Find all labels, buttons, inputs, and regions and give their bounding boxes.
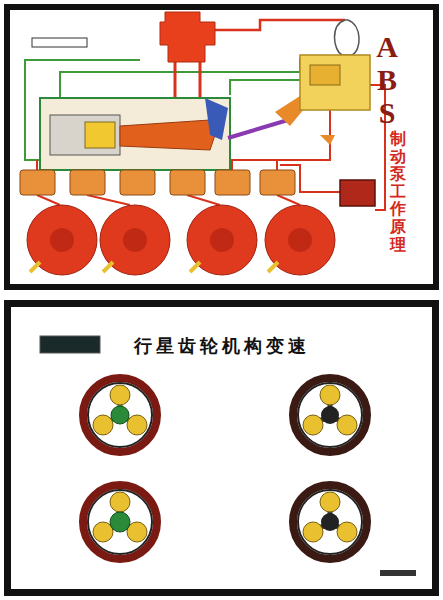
ring-gear [293,378,367,452]
ring-gear [83,485,157,559]
red-pipe [37,195,300,205]
red-pipe [174,62,177,100]
solenoid-valve [120,170,155,195]
hub [210,228,234,252]
planet-gear [320,385,340,405]
ring-gear-teeth [88,383,152,447]
sun-gear [321,406,339,424]
red-pipe [199,62,202,100]
pump [300,55,370,110]
ring-gear-teeth [298,383,362,447]
booster-part [205,98,228,140]
hub [123,228,147,252]
hub [288,228,312,252]
sun-gear [321,513,339,531]
sun-gear [110,512,130,532]
planet-gear [337,415,357,435]
ring-gear [83,378,157,452]
ecu [340,180,375,206]
red-pipe [215,20,345,30]
ring-gear [293,485,367,559]
display-plate [40,336,100,353]
vertical-title: ABS [372,30,402,129]
planet-gear [93,415,113,435]
ring-gear-teeth [298,490,362,554]
motor-housing [335,20,360,55]
board-ground [4,4,439,290]
vertical-title: 制动泵工作原理 [390,130,406,253]
pump-part [310,65,340,85]
ring-gear-teeth [88,490,152,554]
planet-gear [127,415,147,435]
solenoid-valve [260,170,295,195]
solenoid-valve [170,170,205,195]
hub [50,228,74,252]
piston [120,120,215,150]
planet-gear [303,415,323,435]
planet-gear [110,385,130,405]
wheel-sensor [30,262,278,272]
display-board: ABS制动泵工作原理 [4,4,439,290]
planet-gear [337,522,357,542]
solenoid-valve [20,170,55,195]
label-plate [32,38,87,47]
reservoir [160,12,215,62]
planet-gear [303,522,323,542]
maker-mark [380,570,416,576]
solenoid-valve [215,170,250,195]
cylinder-part [50,115,120,155]
planet-gear [110,492,130,512]
display-board: 行星齿轮机构变速 [4,300,439,596]
board-title: 行星齿轮机构变速 [134,334,310,358]
sun-gear [111,406,129,424]
planet-gear [320,492,340,512]
solenoid-valve [70,170,105,195]
spring [85,122,115,148]
board-ground [4,300,439,596]
master-cylinder [40,98,230,170]
push-rod [228,120,288,138]
valve-symbol [320,135,335,145]
